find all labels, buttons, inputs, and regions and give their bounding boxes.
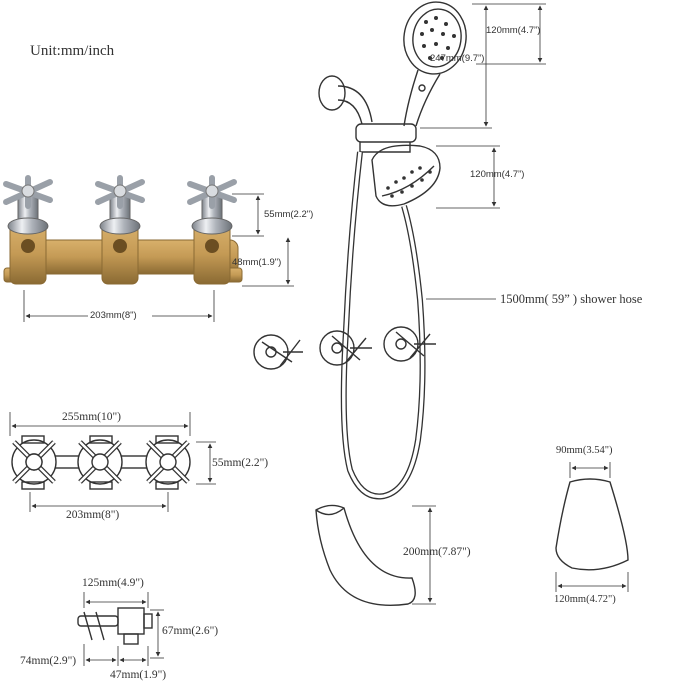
handle-offset-label: 74mm(2.9") bbox=[20, 655, 77, 667]
valve-cartridge-2 bbox=[95, 175, 145, 285]
shower-arm bbox=[337, 85, 373, 125]
valve-cartridge-1 bbox=[3, 175, 53, 285]
plate-dimensions bbox=[9, 412, 216, 512]
tub-spout bbox=[315, 504, 416, 606]
plate-span-label: 203mm(8") bbox=[66, 509, 120, 521]
handheld-height-label: 120mm(4.7”) bbox=[486, 25, 541, 36]
fixed-shower-head bbox=[371, 144, 441, 207]
handle-height-label: 67mm(2.6") bbox=[162, 625, 219, 637]
valve-body-label: 48mm(1.9") bbox=[232, 257, 282, 268]
handle-depth-label: 125mm(4.9") bbox=[82, 577, 144, 589]
spout-length-label: 200mm(7.87") bbox=[403, 546, 471, 558]
unit-label: Unit:mm/inch bbox=[30, 43, 115, 59]
escutcheon-top-label: 90mm(3.54") bbox=[556, 445, 613, 456]
shower-dimensions bbox=[412, 3, 629, 605]
handle-stem-label: 47mm(1.9") bbox=[110, 669, 167, 681]
escutcheon-bottom-label: 120mm(4.72") bbox=[554, 594, 616, 605]
nozzles bbox=[386, 16, 456, 198]
shower-hose-label: 1500mm( 59” ) shower hose bbox=[500, 292, 643, 306]
valve-top-label: 55mm(2.2") bbox=[264, 209, 314, 220]
escutcheon bbox=[555, 478, 629, 571]
handheld-shower bbox=[403, 1, 467, 127]
handheld-length-label: 247mm(9.7”) bbox=[430, 53, 485, 64]
plate-height-label: 55mm(2.2") bbox=[212, 457, 269, 469]
shower-system bbox=[253, 1, 629, 606]
rough-in-valve bbox=[3, 175, 243, 285]
trim-handles bbox=[253, 326, 436, 370]
valve-cartridge-3 bbox=[187, 175, 237, 285]
valve-span-label: 203mm(8") bbox=[90, 310, 137, 321]
handle-side-view bbox=[77, 607, 153, 645]
valve-dimensions bbox=[23, 193, 294, 322]
handle-dimensions bbox=[83, 592, 164, 666]
plate-width-label: 255mm(10") bbox=[62, 411, 121, 423]
fixed-head-height-label: 120mm(4.7”) bbox=[470, 169, 525, 180]
diverter-holder bbox=[355, 123, 417, 143]
trim-plate-drawing bbox=[11, 435, 191, 490]
wall-flange bbox=[318, 75, 346, 111]
